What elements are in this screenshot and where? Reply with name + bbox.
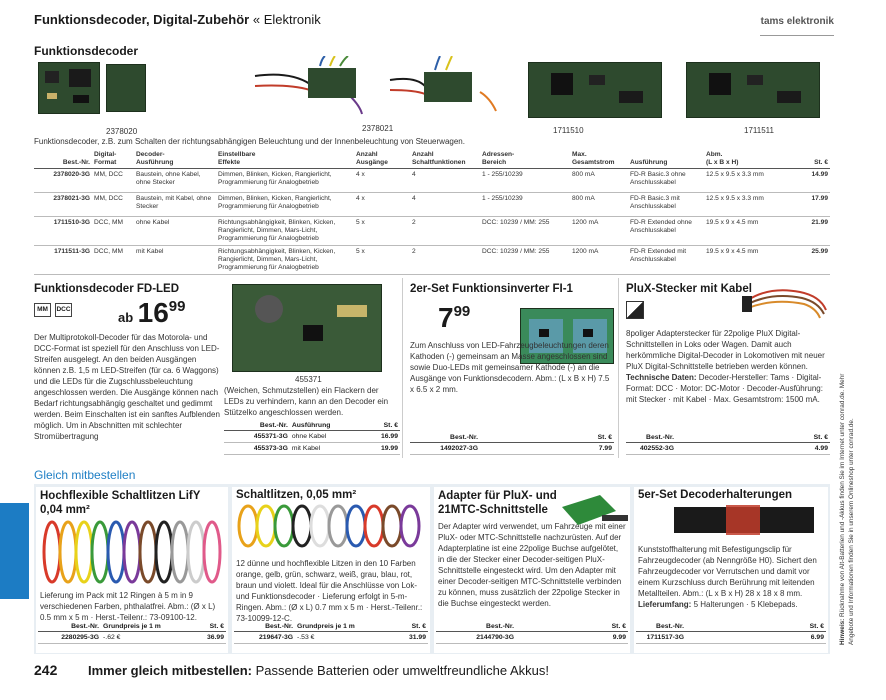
wire-rings-illustration [237,504,421,548]
fdled-text-cont: (Weichen, Schmutzstellen) ein Flackern d… [224,386,389,417]
spec-table-header: Best.-Nr. Digital-Format Decoder-Ausführ… [34,150,830,169]
caption-2378021: 2378021 [362,124,394,133]
column-divider [402,278,403,458]
plux-text: 8poliger Adapterstecker für 22polige Plu… [626,329,825,404]
column-divider [618,278,619,458]
fi1-price: 799 [438,302,471,333]
tams-logo: tams elektronik [760,16,834,36]
fdled-text: Der Multiprotokoll-Decoder für das Motor… [34,333,220,441]
badge-mm: MM [34,303,51,317]
product-image-2378020 [38,62,100,114]
fdled-title: Funktionsdecoder FD-LED [34,283,180,295]
side-tab [0,503,29,599]
caption-2378020: 2378020 [106,127,138,136]
wire-rings-illustration [42,520,222,584]
product-image-fi1 [520,308,614,364]
card-title: Schaltlitzen, 0,05 mm² [236,489,357,501]
section-title-funktionsdecoder: Funktionsdecoder [34,44,139,58]
card-text: Der Adapter wird verwendet, um Fahrzeuge… [438,522,626,608]
caption-1711510: 1711510 [553,126,584,135]
spec-table: Best.-Nr. Digital-Format Decoder-Ausführ… [34,150,830,275]
card-text: 12 dünne und hochflexible Litzen in den … [236,559,423,623]
product-image-1711511 [686,62,820,118]
card-title: Adapter für PluX- und 21MTC-Schnittstell… [438,490,557,516]
plux-cable-illustration [742,289,827,319]
table-row: 219647-3G-.53 €31.99 [234,631,428,644]
table-row: 2280295-3G-.62 €36.99 [38,631,226,644]
decoder-holder-illustration [674,505,814,535]
card-text: Kunststoffhalterung mit Befestigungsclip… [638,545,817,609]
footer-message: Immer gleich mitbestellen: Passende Batt… [88,663,550,678]
section-description: Funktionsdecoder, z.B. zum Schalten der … [34,137,465,146]
fi1-text: Zum Anschluss von LED-Fahrzeugbeleuchtun… [410,341,610,394]
caption-455371: 455371 [295,375,322,384]
fdled-price: ab 1699 [118,297,186,328]
card-title: 5er-Set Decoderhalterungen [638,489,793,501]
card-title: Hochflexible Schaltlitzen LifY 0,04 mm² [40,490,201,516]
plux-title: PluX-Stecker mit Kabel [626,283,752,295]
side-note: Hinweis: Rücknahme von Alt-Batterien und… [839,373,855,645]
adapter-board-illustration [562,495,628,525]
gleich-mitbestellen-heading: Gleich mitbestellen [34,468,136,482]
product-image-2378020-back [106,64,146,112]
fi1-title: 2er-Set Funktionsinverter FI-1 [410,283,573,295]
pcb-illustration [45,69,91,103]
badge-dcc: DCC [55,303,72,317]
product-image-455371 [232,284,382,372]
plux-connector-icon [626,301,644,319]
wired-decoder-illustration [254,56,497,115]
card-text: Lieferung im Pack mit 12 Ringen à 5 m in… [40,591,216,622]
page-title: Funktionsdecoder, Digital-Zubehör « Elek… [34,12,321,27]
caption-1711511: 1711511 [744,126,774,135]
product-image-1711510 [528,62,662,118]
page-number: 242 [34,662,58,678]
